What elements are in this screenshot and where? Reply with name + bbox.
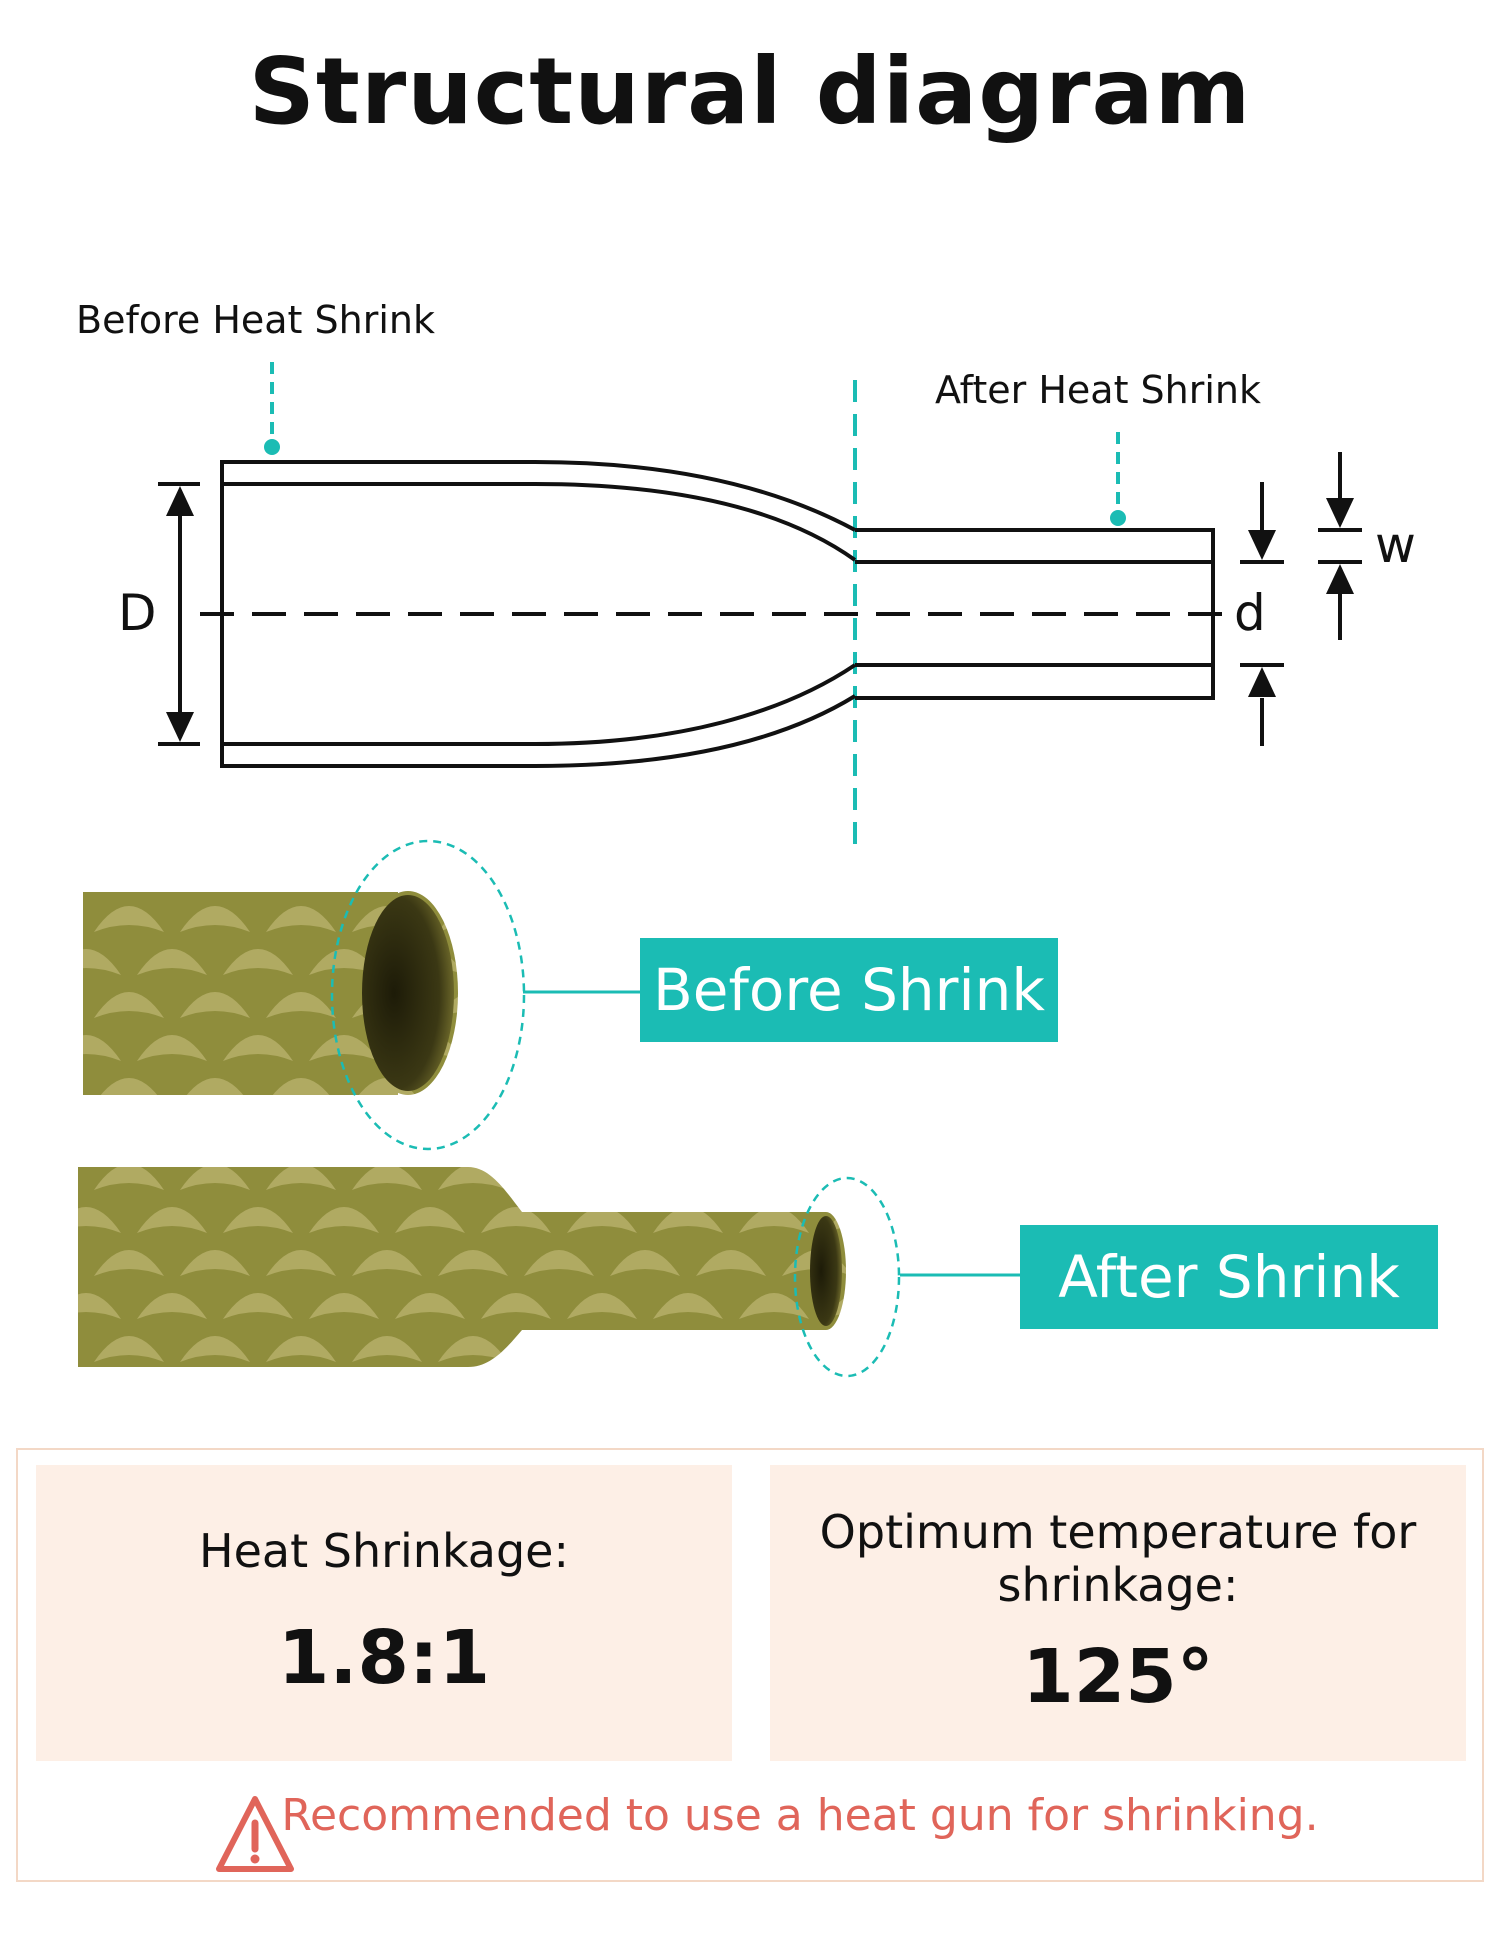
before-label-leader xyxy=(264,362,280,455)
temperature-value: 125° xyxy=(1022,1633,1214,1720)
after-label-leader xyxy=(1110,432,1126,526)
warning-text: Recommended to use a heat gun for shrink… xyxy=(281,1790,1319,1841)
temperature-label: Optimum temperature for shrinkage: xyxy=(819,1505,1417,1612)
dimension-d-arrow xyxy=(1240,482,1284,746)
shrinkage-card: Heat Shrinkage: 1.8:1 xyxy=(36,1465,732,1761)
warning-triangle-icon xyxy=(216,1796,294,1872)
before-heat-shrink-label: Before Heat Shrink xyxy=(76,298,436,342)
warning-row: Recommended to use a heat gun for shrink… xyxy=(0,1790,1500,1841)
dimension-D-label: D xyxy=(118,584,157,642)
shrinkage-value: 1.8:1 xyxy=(277,1615,491,1702)
page-title: Structural diagram xyxy=(248,38,1252,145)
before-highlight-circle xyxy=(330,839,526,1151)
after-shrink-tube-image xyxy=(78,1167,846,1367)
temperature-card: Optimum temperature for shrinkage: 125° xyxy=(770,1465,1466,1761)
shrinkage-label: Heat Shrinkage: xyxy=(199,1523,569,1578)
dimension-w-label: w xyxy=(1375,516,1416,574)
before-shrink-tube-image xyxy=(83,891,458,1095)
dimension-D-arrow xyxy=(158,482,200,746)
after-heat-shrink-label: After Heat Shrink xyxy=(935,368,1262,412)
before-shrink-tag: Before Shrink xyxy=(640,938,1058,1042)
after-shrink-tag: After Shrink xyxy=(1020,1225,1438,1329)
after-highlight-circle xyxy=(793,1176,901,1378)
dimension-d-label: d xyxy=(1234,584,1266,642)
dimension-w-arrow xyxy=(1318,452,1362,640)
spec-box xyxy=(16,1448,1484,1882)
